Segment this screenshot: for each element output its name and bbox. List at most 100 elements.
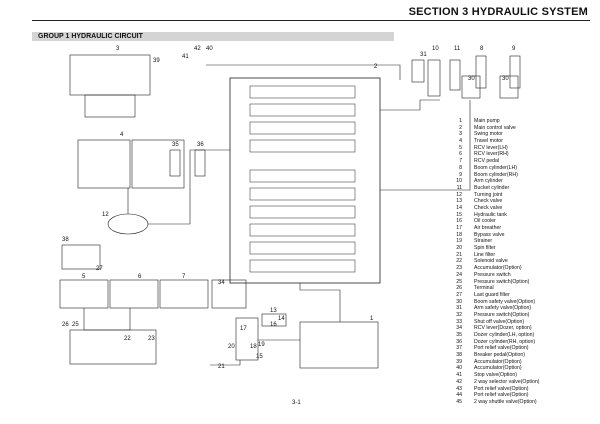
legend-item-number: 42	[456, 378, 462, 385]
legend-item-number: 21	[456, 251, 462, 258]
pump-line	[299, 283, 341, 322]
callout-2: 2	[374, 64, 378, 70]
callout-8: 8	[480, 46, 484, 52]
legend-item-number: 38	[456, 352, 462, 359]
legend-item-number: 14	[456, 204, 462, 211]
turning-joint	[107, 213, 149, 235]
legend-item-label: Bucket cylinder	[474, 184, 510, 191]
legend-item-label: Dozer cylinder(RH, option)	[474, 338, 536, 345]
callout-11: 11	[454, 46, 461, 52]
callout-1: 1	[370, 316, 374, 322]
legend-item-label: Boom safety valve(Option)	[474, 298, 536, 305]
legend-item-label: 2 way shuttle valve(Option)	[474, 398, 537, 405]
legend-item-number: 40	[456, 365, 462, 372]
legend-item-label: Dozer cylinder(LH, option)	[474, 332, 535, 338]
legend-item-label: Main control valve	[474, 124, 516, 131]
legend-item-number: 39	[456, 358, 462, 365]
legend-item-label: Accumulator(Option)	[474, 265, 522, 272]
group-title-bar	[32, 32, 394, 41]
legend-item-label: Spin filter	[474, 245, 496, 252]
pilot-lines-bottom	[83, 308, 131, 331]
legend-item-number: 35	[456, 332, 462, 338]
legend-item-number: 45	[456, 398, 462, 405]
legend-item-number: 44	[456, 392, 462, 399]
callout-19: 19	[258, 342, 265, 348]
legend-item-number: 31	[456, 305, 462, 312]
solenoid-valve	[69, 329, 157, 365]
callout-4: 4	[120, 132, 124, 138]
legend-item-number: 26	[456, 285, 462, 292]
legend-item-label: Last guard filter	[474, 291, 510, 298]
legend-item-label: Hydraulic tank	[474, 211, 507, 218]
callout-27: 27	[96, 266, 103, 272]
legend-item-label: Arm safety valve(Option)	[474, 305, 532, 312]
callout-40: 40	[206, 46, 213, 52]
legend-item-number: 36	[456, 338, 462, 345]
rcv-pedal	[159, 279, 209, 309]
legend-item-number: 15	[456, 211, 462, 218]
legend-item-number: 41	[456, 372, 462, 379]
group-title: GROUP 1 HYDRAULIC CIRCUIT	[38, 33, 143, 40]
header-rule	[32, 20, 590, 21]
legend-item-label: Turning joint	[474, 191, 503, 198]
legend-item-number: 5	[459, 144, 462, 151]
legend-item-number: 27	[456, 291, 462, 298]
callout-31: 31	[420, 52, 427, 58]
legend-item-number: 9	[459, 171, 462, 178]
legend-item-label: 2 way selector valve(Option)	[474, 378, 540, 385]
callout-22: 22	[124, 336, 131, 342]
callout-20: 20	[228, 344, 235, 350]
legend-item-label: RCV pedal	[474, 158, 500, 165]
callout-15: 15	[256, 354, 263, 360]
legend-item-number: 32	[456, 311, 462, 318]
rcv-lever-rh	[109, 279, 159, 309]
callout-30b: 30	[502, 76, 509, 82]
legend-item-label: Boom cylinder(LH)	[474, 164, 517, 171]
legend-item-label: Line filter	[474, 251, 496, 258]
callout-12: 12	[102, 212, 109, 218]
legend-item-number: 23	[456, 265, 462, 272]
callout-7: 7	[182, 274, 186, 280]
legend-item-label: RCV lever(LH)	[474, 144, 508, 151]
legend-item-label: Check valve	[474, 204, 503, 211]
legend-item-number: 33	[456, 318, 462, 325]
boom-safety-valve-lh	[461, 75, 481, 99]
breaker-pedal	[61, 244, 101, 270]
supply-line-right	[380, 99, 440, 111]
legend-item-label: RCV lever(RH)	[474, 151, 509, 158]
legend-item-number: 6	[459, 151, 462, 158]
legend-item-number: 24	[456, 271, 462, 278]
callout-9: 9	[512, 46, 516, 52]
legend-item-number: 2	[459, 124, 462, 131]
main-control-valve-block	[229, 77, 381, 284]
callout-34: 34	[218, 280, 225, 286]
main-pump	[299, 321, 379, 369]
callout-5: 5	[82, 274, 86, 280]
callout-25: 25	[72, 322, 79, 328]
legend-item-label: Breaker pedal(Option)	[474, 352, 526, 359]
callout-18: 18	[250, 344, 257, 350]
legend-item-label: Oil cooler	[474, 218, 496, 225]
arm-cylinder	[427, 59, 441, 97]
legend-item-number: 11	[456, 184, 462, 191]
legend-item-number: 7	[459, 158, 462, 165]
supply-line-right-2	[380, 100, 471, 191]
legend-item-number: 1	[459, 118, 462, 124]
callout-16: 16	[270, 322, 277, 328]
return-line-left	[148, 149, 230, 225]
legend-item-label: Pressure switch	[474, 271, 511, 278]
legend-item-number: 25	[456, 278, 462, 285]
callout-39: 39	[153, 58, 160, 64]
legend-item-label: Boom cylinder(RH)	[474, 171, 518, 178]
legend-item-label: Air breather	[474, 225, 502, 231]
rcv-lever-dozer	[211, 279, 247, 309]
legend-item-label: Port relief valve(Option)	[474, 345, 529, 352]
legend-item-label: Shut off valve(Option)	[474, 318, 525, 325]
legend-item-label: Port relief valve(Option)	[474, 385, 529, 392]
callout-21: 21	[218, 364, 225, 370]
legend-item-number: 16	[456, 218, 462, 225]
legend-item-label: Strainer	[474, 238, 493, 245]
callout-10: 10	[432, 46, 439, 52]
legend-item-number: 8	[459, 164, 462, 171]
